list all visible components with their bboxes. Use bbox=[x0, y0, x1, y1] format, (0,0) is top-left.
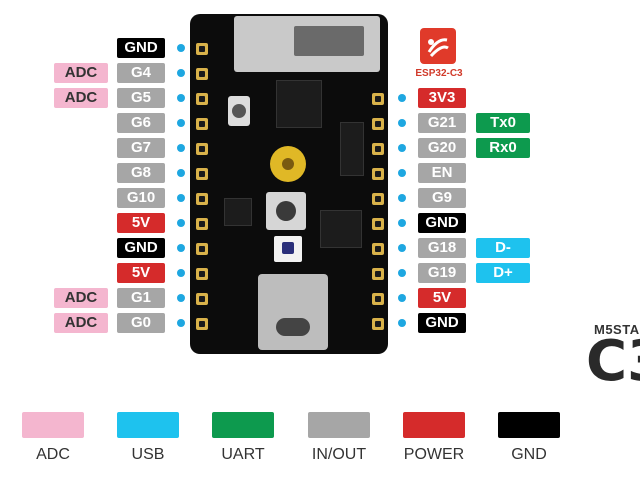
brand-model: C3 bbox=[586, 329, 640, 394]
left-pin-label: G0 bbox=[117, 313, 165, 333]
regulator-chip bbox=[340, 122, 364, 176]
left-pin-function-label: ADC bbox=[54, 313, 108, 333]
left-pin-dot bbox=[177, 169, 185, 177]
m5stamp-c3-board bbox=[190, 14, 388, 354]
right-pin-label: EN bbox=[418, 163, 466, 183]
left-pin-label: 5V bbox=[117, 263, 165, 283]
legend-swatch-io bbox=[308, 412, 370, 438]
legend-label-adc: ADC bbox=[36, 446, 70, 463]
right-pin-function-label: D- bbox=[476, 238, 530, 258]
left-pin-dot bbox=[177, 144, 185, 152]
right-pin-label: 3V3 bbox=[418, 88, 466, 108]
right-pin-label: G20 bbox=[418, 138, 466, 158]
brand-name: M5STAM bbox=[594, 322, 640, 337]
left-pin-dot bbox=[177, 94, 185, 102]
right-pin-dot bbox=[398, 319, 406, 327]
rgb-led bbox=[274, 236, 302, 262]
right-pin-dot bbox=[398, 94, 406, 102]
left-pin-label: G1 bbox=[117, 288, 165, 308]
left-pin-label: G10 bbox=[117, 188, 165, 208]
right-pin-label: G18 bbox=[418, 238, 466, 258]
left-pin-label: G4 bbox=[117, 63, 165, 83]
legend-label-uart: UART bbox=[221, 446, 265, 463]
legend-swatch-adc bbox=[22, 412, 84, 438]
left-pin-function-label: ADC bbox=[54, 63, 108, 83]
left-pin-dot bbox=[177, 219, 185, 227]
left-pin-dot bbox=[177, 119, 185, 127]
mounting-hole bbox=[270, 146, 306, 182]
right-pin-label: G9 bbox=[418, 188, 466, 208]
right-pin-dot bbox=[398, 119, 406, 127]
left-pin-function-label: ADC bbox=[54, 288, 108, 308]
legend-label-usb: USB bbox=[131, 446, 165, 463]
right-pin-function-label: Tx0 bbox=[476, 113, 530, 133]
right-pin-dot bbox=[398, 294, 406, 302]
right-pin-label: G19 bbox=[418, 263, 466, 283]
left-pin-dot bbox=[177, 44, 185, 52]
legend-swatch-uart bbox=[212, 412, 274, 438]
left-pin-label: GND bbox=[117, 38, 165, 58]
left-pin-dot bbox=[177, 244, 185, 252]
right-pin-function-label: D+ bbox=[476, 263, 530, 283]
legend-swatch-power bbox=[403, 412, 465, 438]
right-pin-dot bbox=[398, 269, 406, 277]
left-pin-function-label: ADC bbox=[54, 88, 108, 108]
legend-label-io: IN/OUT bbox=[311, 446, 367, 463]
left-pin-label: G6 bbox=[117, 113, 165, 133]
right-pin-label: GND bbox=[418, 213, 466, 233]
left-pin-label: G8 bbox=[117, 163, 165, 183]
legend-swatch-gnd bbox=[498, 412, 560, 438]
right-pin-dot bbox=[398, 219, 406, 227]
left-pin-dot bbox=[177, 294, 185, 302]
wifi-antenna-module bbox=[234, 16, 380, 72]
right-pin-dot bbox=[398, 144, 406, 152]
reset-button-component bbox=[228, 96, 250, 126]
flash-chip bbox=[320, 210, 362, 248]
left-pin-dot bbox=[177, 319, 185, 327]
left-pin-label: G7 bbox=[117, 138, 165, 158]
usb-c-connector bbox=[258, 274, 328, 350]
left-pin-label: GND bbox=[117, 238, 165, 258]
right-pin-dot bbox=[398, 244, 406, 252]
right-pin-function-label: Rx0 bbox=[476, 138, 530, 158]
left-pin-dot bbox=[177, 194, 185, 202]
espressif-logo-icon bbox=[420, 28, 456, 64]
right-pin-dot bbox=[398, 194, 406, 202]
left-pin-label: 5V bbox=[117, 213, 165, 233]
right-pin-label: 5V bbox=[418, 288, 466, 308]
legend-label-gnd: GND bbox=[511, 446, 547, 463]
left-pin-label: G5 bbox=[117, 88, 165, 108]
left-pin-dot bbox=[177, 269, 185, 277]
small-chip bbox=[224, 198, 252, 226]
legend-label-power: POWER bbox=[403, 446, 465, 463]
left-pin-dot bbox=[177, 69, 185, 77]
right-pin-label: G21 bbox=[418, 113, 466, 133]
legend-swatch-usb bbox=[117, 412, 179, 438]
user-button-component bbox=[266, 192, 306, 230]
right-pin-dot bbox=[398, 169, 406, 177]
chip-label: ESP32-C3 bbox=[415, 68, 463, 79]
esp32-chip bbox=[276, 80, 322, 128]
right-pin-label: GND bbox=[418, 313, 466, 333]
